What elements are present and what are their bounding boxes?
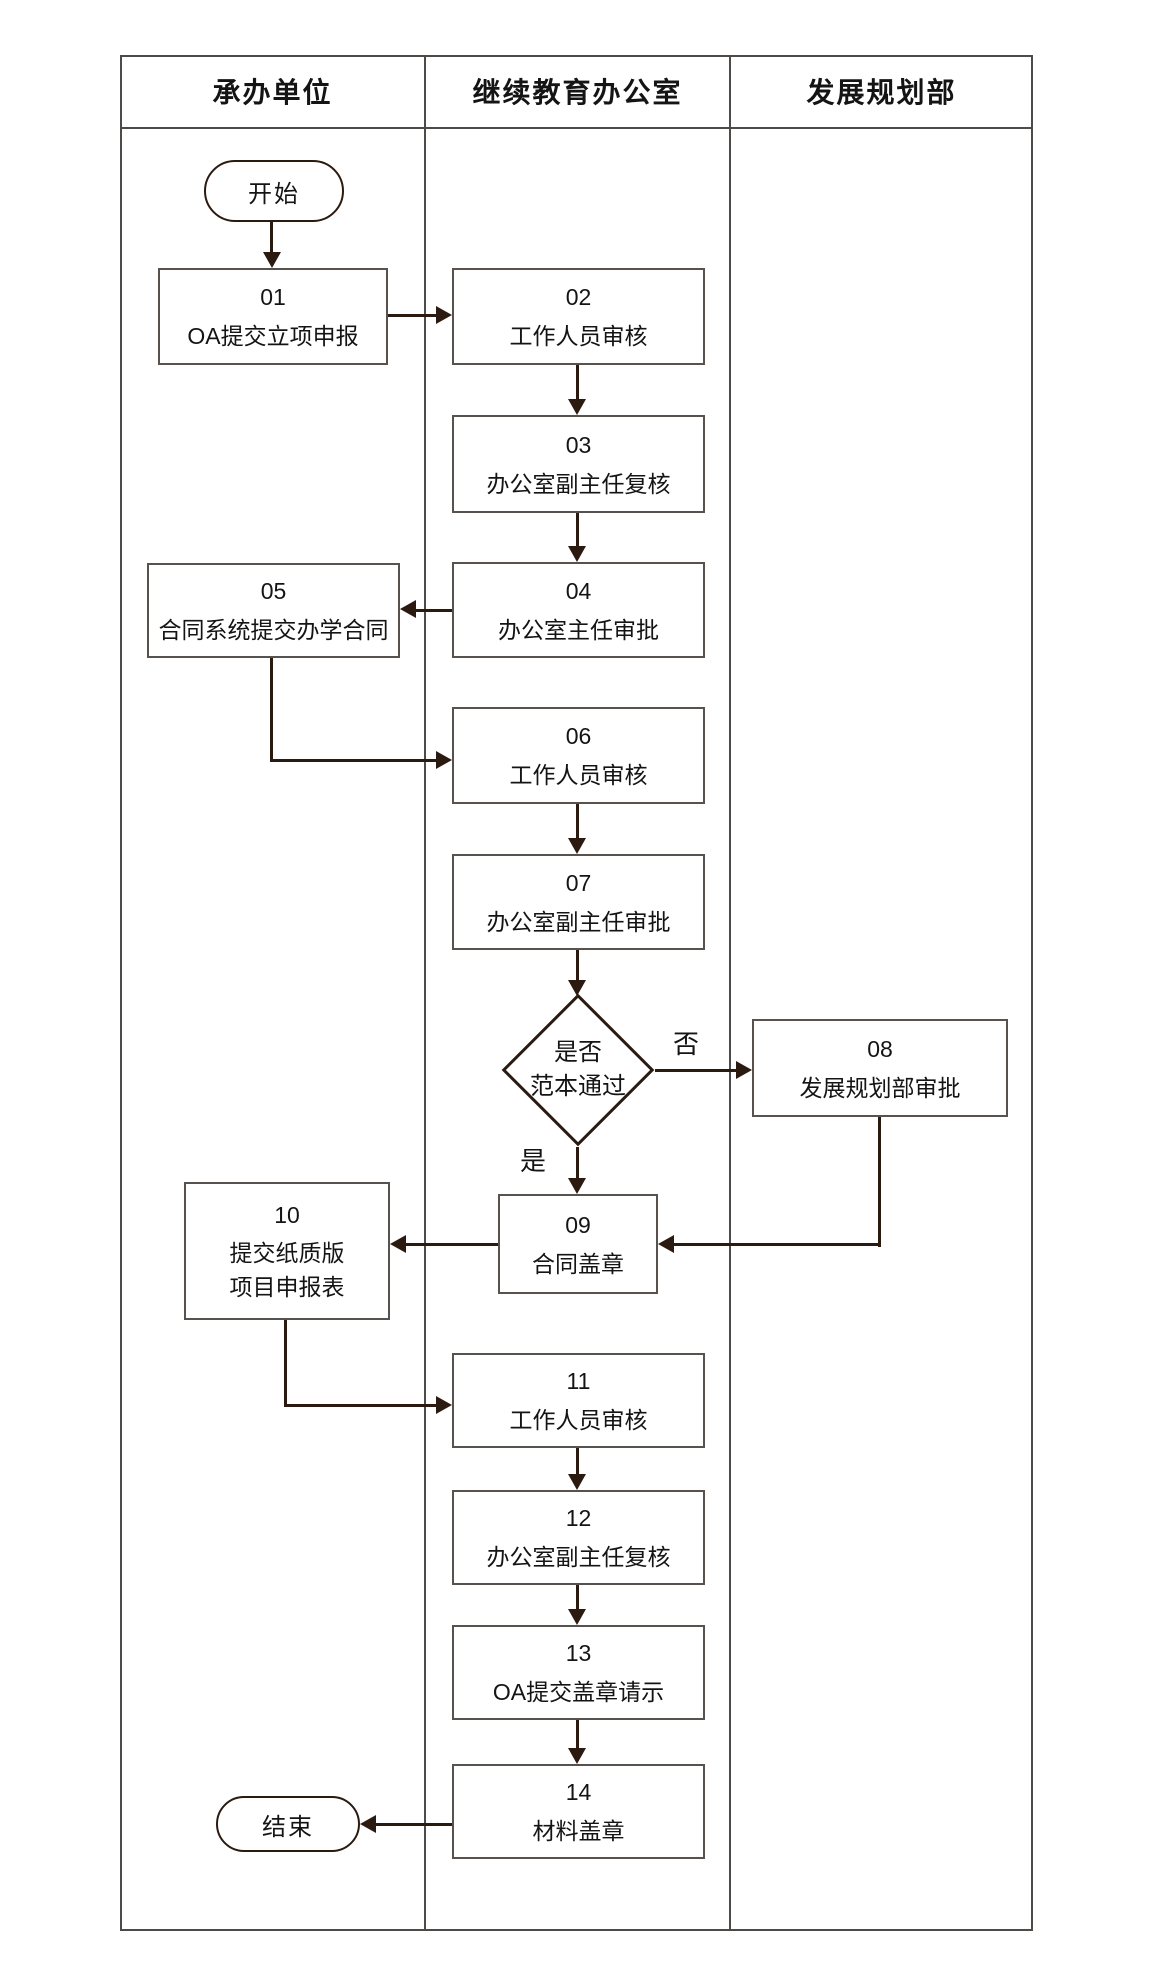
lane-divider-2 xyxy=(729,55,731,1931)
arrowhead-01-02 xyxy=(436,306,452,324)
node-02-staff-review: 02 工作人员审核 xyxy=(452,268,705,365)
node-number: 09 xyxy=(565,1211,591,1238)
lane-title-undertaking-unit: 承办单位 xyxy=(212,77,333,108)
edge-09-10 xyxy=(406,1243,498,1246)
header-separator xyxy=(120,127,1033,129)
decision-line1: 是否 xyxy=(554,1039,602,1066)
node-label-line1: 提交纸质版 xyxy=(229,1240,345,1266)
edge-06-07 xyxy=(576,804,579,840)
node-number: 06 xyxy=(565,723,592,749)
node-12-deputy-director-recheck: 12 办公室副主任复核 xyxy=(452,1490,705,1585)
node-number: 04 xyxy=(565,577,592,604)
arrowhead-14-end xyxy=(360,1815,376,1833)
arrowhead-11-12 xyxy=(568,1474,586,1490)
arrowhead-06-07 xyxy=(568,838,586,854)
arrowhead-decision-09 xyxy=(568,1178,586,1194)
node-label: 办公室副主任复核 xyxy=(486,470,671,497)
edge-05-06-horizontal xyxy=(270,759,438,762)
node-number: 01 xyxy=(260,284,286,310)
node-13-oa-stamp-request: 13 OA提交盖章请示 xyxy=(452,1625,705,1720)
edge-01-02 xyxy=(388,314,438,317)
swimlane-frame xyxy=(120,55,1033,1931)
node-label: 合同盖章 xyxy=(532,1250,624,1277)
edge-03-04 xyxy=(576,513,579,548)
node-label: 办公室主任审批 xyxy=(498,616,659,643)
edge-05-06-vertical xyxy=(270,658,273,762)
node-number: 08 xyxy=(867,1035,893,1062)
edge-12-13 xyxy=(576,1585,579,1611)
lane-title-development-planning-dept: 发展规划部 xyxy=(806,77,957,108)
edge-decision-08 xyxy=(655,1069,738,1072)
end-label: 结束 xyxy=(262,1813,314,1841)
node-05-contract-system-submit: 05 合同系统提交办学合同 xyxy=(147,563,400,658)
node-label: 工作人员审核 xyxy=(509,323,648,349)
edge-10-11-vertical xyxy=(284,1320,287,1407)
node-label: 合同系统提交办学合同 xyxy=(158,617,389,643)
edge-07-decision xyxy=(576,950,579,982)
edge-02-03 xyxy=(576,365,579,401)
node-label: 发展规划部审批 xyxy=(799,1074,961,1101)
edge-label-no: 否 xyxy=(672,1029,699,1059)
node-number: 12 xyxy=(565,1505,592,1531)
node-label: 材料盖章 xyxy=(532,1818,625,1844)
node-07-deputy-director-approval: 07 办公室副主任审批 xyxy=(452,854,705,950)
node-label: 工作人员审核 xyxy=(509,762,648,788)
node-09-contract-stamp: 09 合同盖章 xyxy=(498,1194,658,1294)
edge-10-11-horizontal xyxy=(284,1404,438,1407)
edge-start-01 xyxy=(270,222,273,254)
node-04-director-approval: 04 办公室主任审批 xyxy=(452,562,705,658)
edge-04-05 xyxy=(416,609,452,612)
node-number: 14 xyxy=(565,1779,592,1805)
lane-divider-1 xyxy=(424,55,426,1931)
node-10-submit-paper-form: 10 提交纸质版 项目申报表 xyxy=(184,1182,390,1320)
edge-label-yes: 是 xyxy=(519,1146,546,1176)
edge-14-end xyxy=(376,1823,452,1826)
arrowhead-09-10 xyxy=(390,1235,406,1253)
arrowhead-02-03 xyxy=(568,399,586,415)
arrowhead-07-decision xyxy=(568,980,586,996)
arrowhead-13-14 xyxy=(568,1748,586,1764)
edge-13-14 xyxy=(576,1720,579,1750)
node-start: 开始 xyxy=(204,160,344,222)
node-14-material-stamp: 14 材料盖章 xyxy=(452,1764,705,1859)
node-01-oa-submit-project: 01 OA提交立项申报 xyxy=(158,268,388,365)
node-number: 02 xyxy=(565,284,592,310)
arrowhead-08-09 xyxy=(658,1235,674,1253)
edge-11-12 xyxy=(576,1448,579,1476)
start-label: 开始 xyxy=(248,180,300,208)
decision-line2: 范本通过 xyxy=(530,1073,626,1100)
node-number: 05 xyxy=(260,578,287,604)
node-label: 办公室副主任复核 xyxy=(486,1544,671,1570)
node-number: 07 xyxy=(565,869,592,896)
edge-decision-09 xyxy=(576,1147,579,1180)
arrowhead-10-11 xyxy=(436,1396,452,1414)
arrowhead-04-05 xyxy=(400,600,416,618)
node-06-staff-review: 06 工作人员审核 xyxy=(452,707,705,804)
node-03-deputy-director-recheck: 03 办公室副主任复核 xyxy=(452,415,705,513)
node-decision-template-passed-label: 是否 范本通过 xyxy=(498,1036,658,1104)
arrowhead-decision-08 xyxy=(736,1061,752,1079)
edge-08-09-horizontal xyxy=(672,1243,881,1246)
arrowhead-05-06 xyxy=(436,751,452,769)
node-label: OA提交立项申报 xyxy=(187,323,359,349)
node-label: OA提交盖章请示 xyxy=(492,1679,665,1705)
node-number: 03 xyxy=(565,431,592,458)
arrowhead-03-04 xyxy=(568,546,586,562)
node-end: 结束 xyxy=(216,1796,360,1852)
lane-title-continuing-education-office: 继续教育办公室 xyxy=(472,77,683,108)
arrowhead-start-01 xyxy=(263,252,281,268)
node-label: 工作人员审核 xyxy=(509,1407,648,1433)
node-08-planning-dept-approval: 08 发展规划部审批 xyxy=(752,1019,1008,1117)
node-number: 11 xyxy=(566,1368,591,1394)
node-11-staff-review: 11 工作人员审核 xyxy=(452,1353,705,1448)
edge-08-09-vertical xyxy=(878,1117,881,1247)
node-number: 13 xyxy=(565,1640,592,1666)
node-label-line2: 项目申报表 xyxy=(229,1274,345,1300)
node-number: 10 xyxy=(274,1202,300,1228)
arrowhead-12-13 xyxy=(568,1609,586,1625)
node-label: 办公室副主任审批 xyxy=(486,908,671,935)
